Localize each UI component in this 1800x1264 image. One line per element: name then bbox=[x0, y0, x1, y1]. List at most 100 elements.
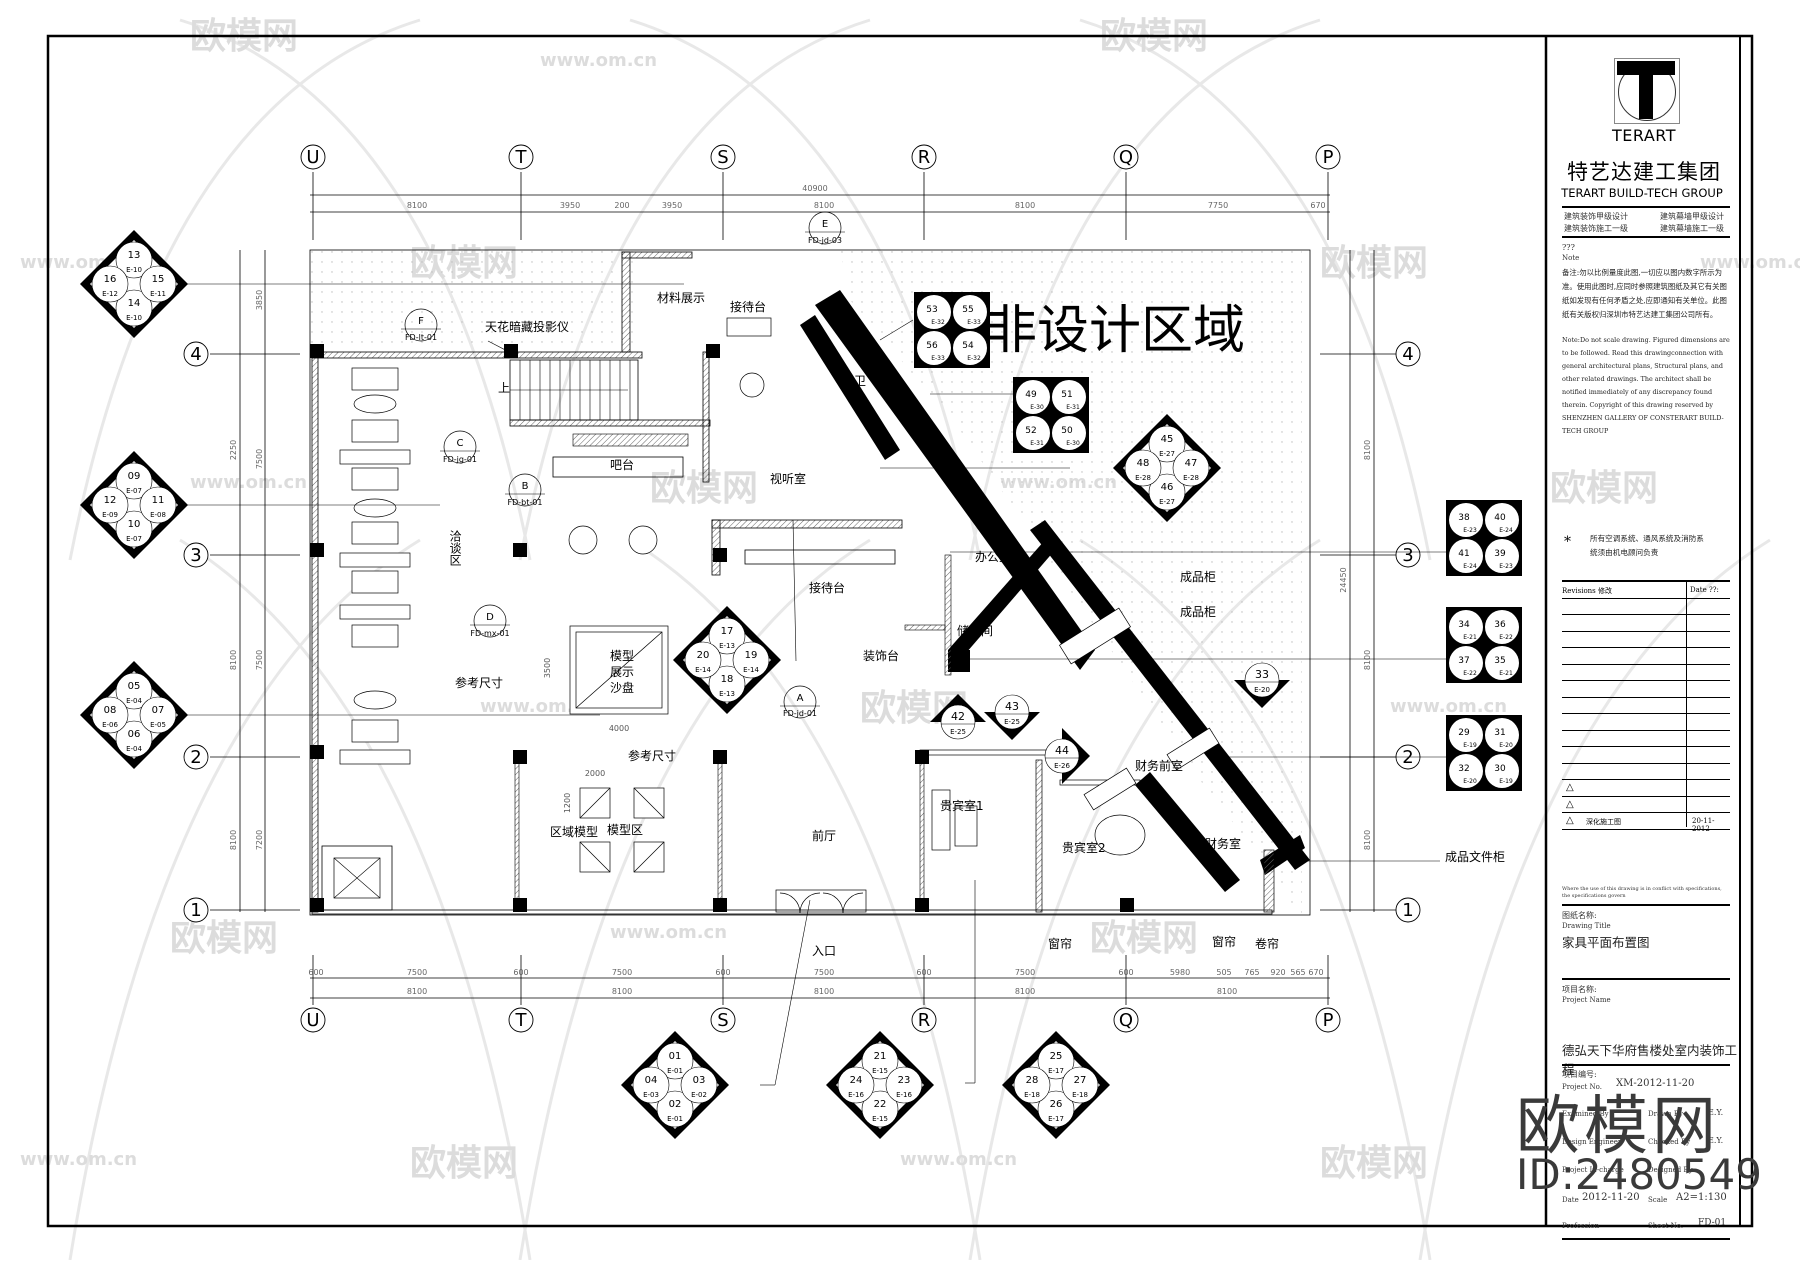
svg-text:E-12: E-12 bbox=[102, 290, 118, 298]
svg-text:42: 42 bbox=[951, 710, 965, 723]
svg-text:FD-jg-01: FD-jg-01 bbox=[443, 455, 477, 464]
logo-brand-text: TERART bbox=[1611, 126, 1677, 145]
svg-text:P: P bbox=[1323, 1010, 1334, 1031]
revision-triangle-icon: △ bbox=[1566, 798, 1574, 810]
svg-text:E-14: E-14 bbox=[743, 666, 759, 674]
svg-text:20: 20 bbox=[697, 650, 710, 661]
revision-triangle-icon: △ bbox=[1566, 815, 1574, 826]
svg-text:8100: 8100 bbox=[612, 987, 632, 996]
drawing-title-label-en: Drawing Title bbox=[1562, 922, 1611, 930]
svg-text:E-14: E-14 bbox=[695, 666, 711, 674]
svg-text:储物间: 储物间 bbox=[957, 623, 993, 638]
furniture bbox=[339, 317, 1220, 873]
svg-text:600: 600 bbox=[715, 968, 730, 977]
svg-text:财务室: 财务室 bbox=[1205, 836, 1241, 851]
leader-lines bbox=[170, 283, 1450, 1086]
svg-text:15: 15 bbox=[152, 274, 165, 285]
qualification: 建筑装饰施工一级 bbox=[1564, 224, 1628, 233]
svg-text:U: U bbox=[306, 1010, 319, 1031]
svg-text:T: T bbox=[515, 1010, 528, 1031]
svg-text:成品文件柜: 成品文件柜 bbox=[1445, 849, 1505, 864]
svg-text:50: 50 bbox=[1061, 426, 1073, 436]
svg-text:R: R bbox=[918, 1010, 931, 1031]
elevation-marker-25-28: 25E-17 27E-18 26E-17 28E-18 bbox=[1002, 1031, 1110, 1139]
svg-text:28: 28 bbox=[1026, 1075, 1039, 1086]
svg-text:52: 52 bbox=[1025, 426, 1036, 436]
svg-text:E-18: E-18 bbox=[1024, 1091, 1040, 1099]
svg-text:沙盘: 沙盘 bbox=[610, 680, 634, 695]
svg-text:54: 54 bbox=[962, 341, 974, 351]
svg-text:39: 39 bbox=[1494, 549, 1506, 559]
svg-text:920: 920 bbox=[1270, 968, 1285, 977]
svg-text:T: T bbox=[515, 147, 528, 168]
svg-text:02: 02 bbox=[669, 1099, 682, 1110]
examined-by-label: Examined By bbox=[1562, 1110, 1609, 1118]
svg-text:E-18: E-18 bbox=[1072, 1091, 1088, 1099]
svg-text:U: U bbox=[306, 147, 319, 168]
svg-text:E-20: E-20 bbox=[1499, 742, 1513, 749]
svg-text:56: 56 bbox=[926, 341, 938, 351]
svg-text:3500: 3500 bbox=[543, 658, 552, 678]
svg-text:8100: 8100 bbox=[407, 201, 427, 210]
svg-text:成品柜: 成品柜 bbox=[1180, 570, 1216, 584]
svg-text:38: 38 bbox=[1458, 513, 1470, 523]
svg-text:E-04: E-04 bbox=[126, 697, 142, 705]
svg-text:E-30: E-30 bbox=[1030, 404, 1044, 411]
svg-text:E-15: E-15 bbox=[872, 1067, 888, 1075]
svg-text:E-31: E-31 bbox=[1066, 404, 1080, 411]
svg-text:参考尺寸: 参考尺寸 bbox=[628, 748, 676, 763]
svg-text:财务前室: 财务前室 bbox=[1135, 758, 1183, 773]
detail-tags: AFD-jd-01 BFD-bt-01 CFD-jg-01 DFD-mx-01 … bbox=[401, 211, 845, 719]
elevation-square-29-32: 29E-19 31E-20 32E-20 30E-19 bbox=[1446, 715, 1522, 791]
svg-text:E-16: E-16 bbox=[848, 1091, 864, 1099]
svg-text:E-07: E-07 bbox=[126, 487, 142, 495]
detail-tag-c: CFD-jg-01 bbox=[440, 430, 480, 464]
svg-text:43: 43 bbox=[1005, 700, 1019, 713]
svg-text:E-20: E-20 bbox=[1463, 778, 1477, 785]
svg-text:670: 670 bbox=[1310, 201, 1325, 210]
svg-text:窗帘: 窗帘 bbox=[1212, 934, 1236, 949]
svg-text:E-06: E-06 bbox=[102, 721, 118, 729]
svg-text:36: 36 bbox=[1494, 620, 1506, 630]
svg-text:E-21: E-21 bbox=[1499, 670, 1513, 677]
design-engineer-label: Design Engineer bbox=[1562, 1138, 1622, 1146]
svg-text:S: S bbox=[717, 1010, 728, 1031]
svg-text:3: 3 bbox=[190, 545, 201, 566]
svg-text:7750: 7750 bbox=[1208, 201, 1228, 210]
svg-text:12: 12 bbox=[104, 495, 117, 506]
svg-text:FD-bt-01: FD-bt-01 bbox=[508, 498, 543, 507]
svg-text:E-28: E-28 bbox=[1183, 474, 1199, 482]
small-print: Where the use of this drawing is in conf… bbox=[1562, 886, 1722, 899]
svg-text:区域模型: 区域模型 bbox=[550, 825, 598, 839]
svg-text:S: S bbox=[717, 147, 728, 168]
svg-text:E-19: E-19 bbox=[1463, 742, 1477, 749]
svg-text:天花暗藏投影仪: 天花暗藏投影仪 bbox=[485, 319, 569, 334]
svg-text:40900: 40900 bbox=[802, 184, 827, 193]
svg-text:29: 29 bbox=[1458, 728, 1470, 738]
elevation-square-38-41: 38E-23 40E-24 41E-24 39E-23 bbox=[1446, 500, 1522, 576]
svg-text:E-13: E-13 bbox=[719, 690, 735, 698]
watermark-brand-large: 欧模网 bbox=[1516, 1090, 1720, 1164]
svg-text:8100: 8100 bbox=[1363, 440, 1372, 460]
svg-text:E-33: E-33 bbox=[931, 355, 945, 362]
svg-text:2: 2 bbox=[190, 747, 201, 768]
svg-text:7500: 7500 bbox=[407, 968, 427, 977]
elevation-marker-33: 33E-20 bbox=[1234, 662, 1290, 708]
svg-text:3950: 3950 bbox=[560, 201, 580, 210]
elevation-marker-43: 43E-25 bbox=[984, 694, 1040, 740]
watermark-id: ID:2480549 bbox=[1516, 1150, 1762, 1199]
elevation-marker-13-16: 13E-10 15E-11 14E-10 16E-12 bbox=[80, 230, 188, 338]
svg-text:10: 10 bbox=[128, 519, 141, 530]
company-name-cn: 特艺达建工集团 bbox=[1567, 160, 1721, 184]
svg-text:7500: 7500 bbox=[814, 968, 834, 977]
svg-text:03: 03 bbox=[693, 1075, 706, 1086]
elevation-marker-09-12: 09E-07 11E-08 10E-07 12E-09 bbox=[80, 451, 188, 559]
svg-text:欧模网: 欧模网 bbox=[1550, 468, 1658, 509]
svg-text:E-11: E-11 bbox=[150, 290, 166, 298]
svg-text:Q: Q bbox=[1119, 1010, 1133, 1031]
room-labels: 洽谈区 吧台 接待台 材料展示 天花暗藏投影仪 上 视听室 女卫 男卫 办公室 … bbox=[448, 291, 1505, 958]
svg-text:E-24: E-24 bbox=[1463, 563, 1477, 570]
svg-text:34: 34 bbox=[1458, 620, 1470, 630]
svg-text:E-17: E-17 bbox=[1048, 1067, 1064, 1075]
